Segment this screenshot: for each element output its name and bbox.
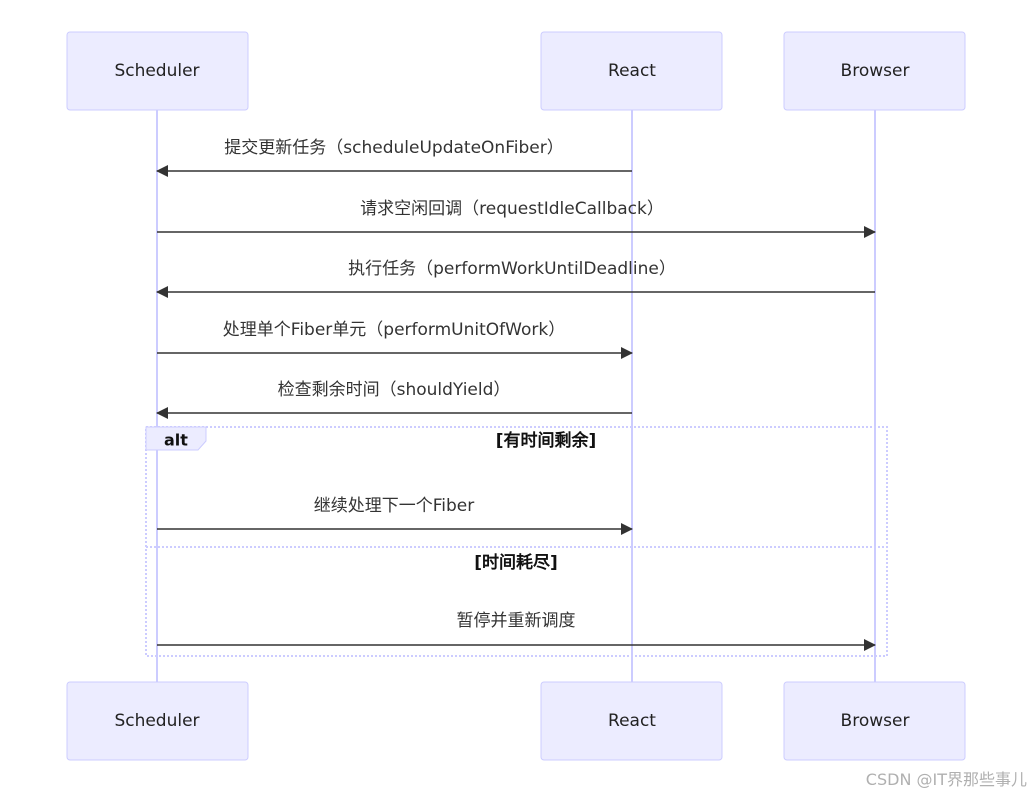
message-label-7: 暂停并重新调度 — [457, 611, 576, 631]
message-label-5: 检查剩余时间（shouldYield） — [278, 380, 511, 400]
message-label-4: 处理单个Fiber单元（performUnitOfWork） — [223, 320, 565, 340]
actor-react-top: React — [540, 31, 723, 111]
actor-react-bottom: React — [540, 681, 723, 761]
actor-label: Scheduler — [114, 711, 199, 731]
message-2: 请求空闲回调（requestIdleCallback） — [157, 199, 876, 238]
actor-label: React — [608, 711, 656, 731]
message-4: 处理单个Fiber单元（performUnitOfWork） — [157, 320, 633, 359]
message-3: 执行任务（performWorkUntilDeadline） — [156, 259, 875, 298]
actor-scheduler-bottom: Scheduler — [66, 681, 249, 761]
actor-browser-bottom: Browser — [783, 681, 966, 761]
alt-frame: alt [有时间剩余] [时间耗尽] — [145, 426, 888, 657]
actor-label: React — [608, 61, 656, 81]
message-1: 提交更新任务（scheduleUpdateOnFiber） — [156, 138, 632, 177]
message-7: 暂停并重新调度 — [157, 611, 876, 651]
message-label-6: 继续处理下一个Fiber — [314, 496, 475, 516]
alt-condition-2: [时间耗尽] — [474, 552, 558, 573]
message-label-3: 执行任务（performWorkUntilDeadline） — [348, 259, 676, 279]
message-5: 检查剩余时间（shouldYield） — [156, 380, 632, 419]
message-6: 继续处理下一个Fiber — [157, 496, 633, 535]
actor-scheduler-top: Scheduler — [66, 31, 249, 111]
actor-label: Scheduler — [114, 61, 199, 81]
message-label-2: 请求空闲回调（requestIdleCallback） — [360, 199, 664, 219]
watermark: CSDN @IT界那些事儿 — [865, 770, 1027, 789]
actor-label: Browser — [841, 711, 910, 731]
message-label-1: 提交更新任务（scheduleUpdateOnFiber） — [224, 138, 563, 158]
alt-frame-border — [145, 426, 888, 657]
actor-label: Browser — [841, 61, 910, 81]
actor-browser-top: Browser — [783, 31, 966, 111]
alt-frame-label: alt — [164, 431, 188, 450]
alt-frame-tab — [145, 426, 207, 451]
alt-condition-1: [有时间剩余] — [496, 430, 597, 451]
